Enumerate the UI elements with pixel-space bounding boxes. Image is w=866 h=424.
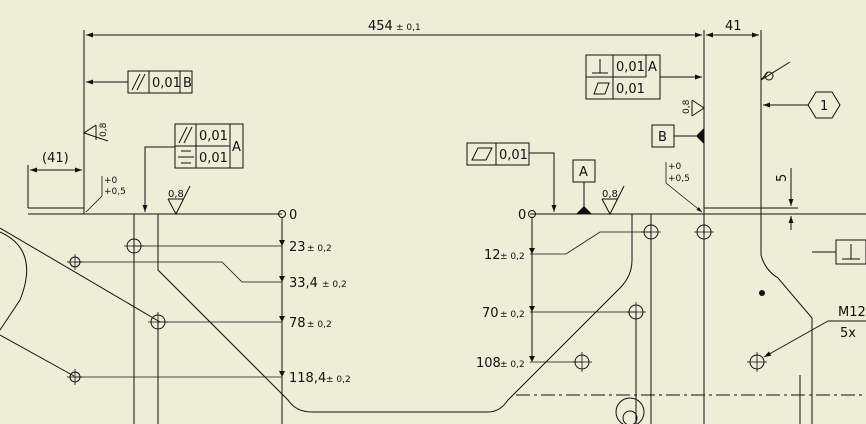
leader-hole-a [0, 227, 161, 323]
svg-text:0,8: 0,8 [168, 189, 184, 200]
origin-right-circle [528, 210, 536, 218]
ordinate-value: 33,4 [289, 276, 318, 291]
fcf-perp-a: 0,01 A 0,01 [585, 54, 702, 100]
ordinate-value: 70 [482, 306, 499, 321]
deviation-note-right: +0 +0,5 [665, 162, 703, 213]
pocket-contour [157, 214, 633, 413]
hole [694, 222, 714, 242]
balloon-1: 1 [763, 91, 841, 119]
boss-circle [615, 397, 645, 424]
fcf-perp-edge [812, 239, 866, 265]
dim-ref-value: (41) [42, 151, 69, 166]
leader-hole-b [0, 334, 75, 377]
ordinate-value: 23 [289, 240, 306, 255]
datum-label: A [579, 165, 588, 180]
svg-text:0,8: 0,8 [99, 122, 109, 137]
ordinate-tol: ± 0,2 [500, 310, 525, 320]
fcf-flat-left: 0,01 [466, 142, 557, 212]
balloon-label: 1 [820, 99, 828, 114]
ordinate-value: 78 [289, 316, 306, 331]
svg-text:0,8: 0,8 [682, 99, 692, 114]
left-ordinate-axis [75, 218, 285, 424]
right-ordinate-axis [529, 218, 651, 363]
roughness-symbol [760, 61, 791, 81]
fcf-value: 0,01 [199, 151, 228, 166]
thread-count: 5x [840, 326, 856, 341]
left-ordinate-labels: 23 ± 0,2 33,4 ± 0,2 78 ± 0,2 118,4 ± 0,2 [289, 240, 351, 386]
dim-454-tol: ± 0,1 [396, 23, 421, 33]
svg-text:+0,5: +0,5 [668, 174, 690, 184]
roughness-symbol: 0,8 [167, 185, 191, 216]
perpendicularity-icon [842, 244, 860, 260]
fcf-parallel-b: 0,01 B [86, 70, 193, 94]
parallelism-icon [178, 126, 193, 144]
parallelism-icon [131, 73, 146, 91]
svg-text:+0: +0 [104, 176, 118, 186]
fcf-value: 0,01 [499, 148, 528, 163]
flatness-icon [593, 82, 610, 95]
thread-size: M12 [838, 305, 866, 320]
roughness-symbol: 0,8 [82, 122, 109, 142]
ordinate-tol: ± 0,2 [500, 252, 525, 262]
left-contour [0, 231, 28, 331]
surface-dot [759, 290, 765, 296]
fcf-value: 0,01 [199, 129, 228, 144]
ordinate-tol: ± 0,2 [322, 280, 347, 290]
hole [747, 352, 767, 372]
datum-label: B [658, 130, 667, 145]
ordinate-value: 108 [476, 356, 501, 371]
perpendicularity-icon [592, 59, 608, 74]
ordinate-tol: ± 0,2 [326, 375, 351, 385]
datum-a: A [572, 159, 596, 214]
flatness-icon [471, 147, 493, 161]
fcf-value: 0,01 [616, 60, 645, 75]
fcf-value: 0,01 [152, 76, 181, 91]
symmetry-icon [178, 150, 194, 164]
right-ordinate-labels: 12 ± 0,2 70 ± 0,2 108 ± 0,2 [476, 248, 525, 371]
fcf-datum: B [183, 76, 192, 91]
thread-note: M12 5x [763, 305, 866, 358]
datum-b: B [651, 124, 704, 148]
svg-text:0,8: 0,8 [602, 189, 618, 200]
dimension-41: 41 [706, 19, 759, 38]
roughness-symbol: 0,8 [682, 99, 705, 117]
svg-text:+0: +0 [668, 162, 682, 172]
dimension-ref-41: (41) [30, 151, 82, 173]
right-contour [760, 254, 813, 424]
dim-454-value: 454 [368, 19, 393, 34]
ordinate-value: 12 [484, 248, 501, 263]
dim-5-value: 5 [775, 174, 790, 182]
boss-hole [622, 410, 638, 424]
fcf-value: 0,01 [616, 82, 645, 97]
origin-right-label: 0 [518, 208, 526, 223]
dimension-454: 454 ± 0,1 [86, 19, 702, 38]
ordinate-tol: ± 0,2 [307, 244, 332, 254]
holes [67, 222, 767, 385]
ordinate-tol: ± 0,2 [500, 360, 525, 370]
fcf-datum: A [648, 60, 657, 75]
dim-41-value: 41 [725, 19, 742, 34]
origin-left-circle [278, 210, 286, 218]
svg-text:+0,5: +0,5 [104, 187, 126, 197]
origin-left-label: 0 [289, 208, 297, 223]
roughness-symbol: 0,8 [601, 185, 625, 216]
deviation-note-left: +0 +0,5 [85, 176, 126, 213]
ordinate-tol: ± 0,2 [307, 320, 332, 330]
ordinate-value: 118,4 [289, 371, 326, 386]
fcf-datum: A [232, 140, 241, 155]
fcf-stack-left: 0,01 0,01 A [142, 123, 244, 212]
